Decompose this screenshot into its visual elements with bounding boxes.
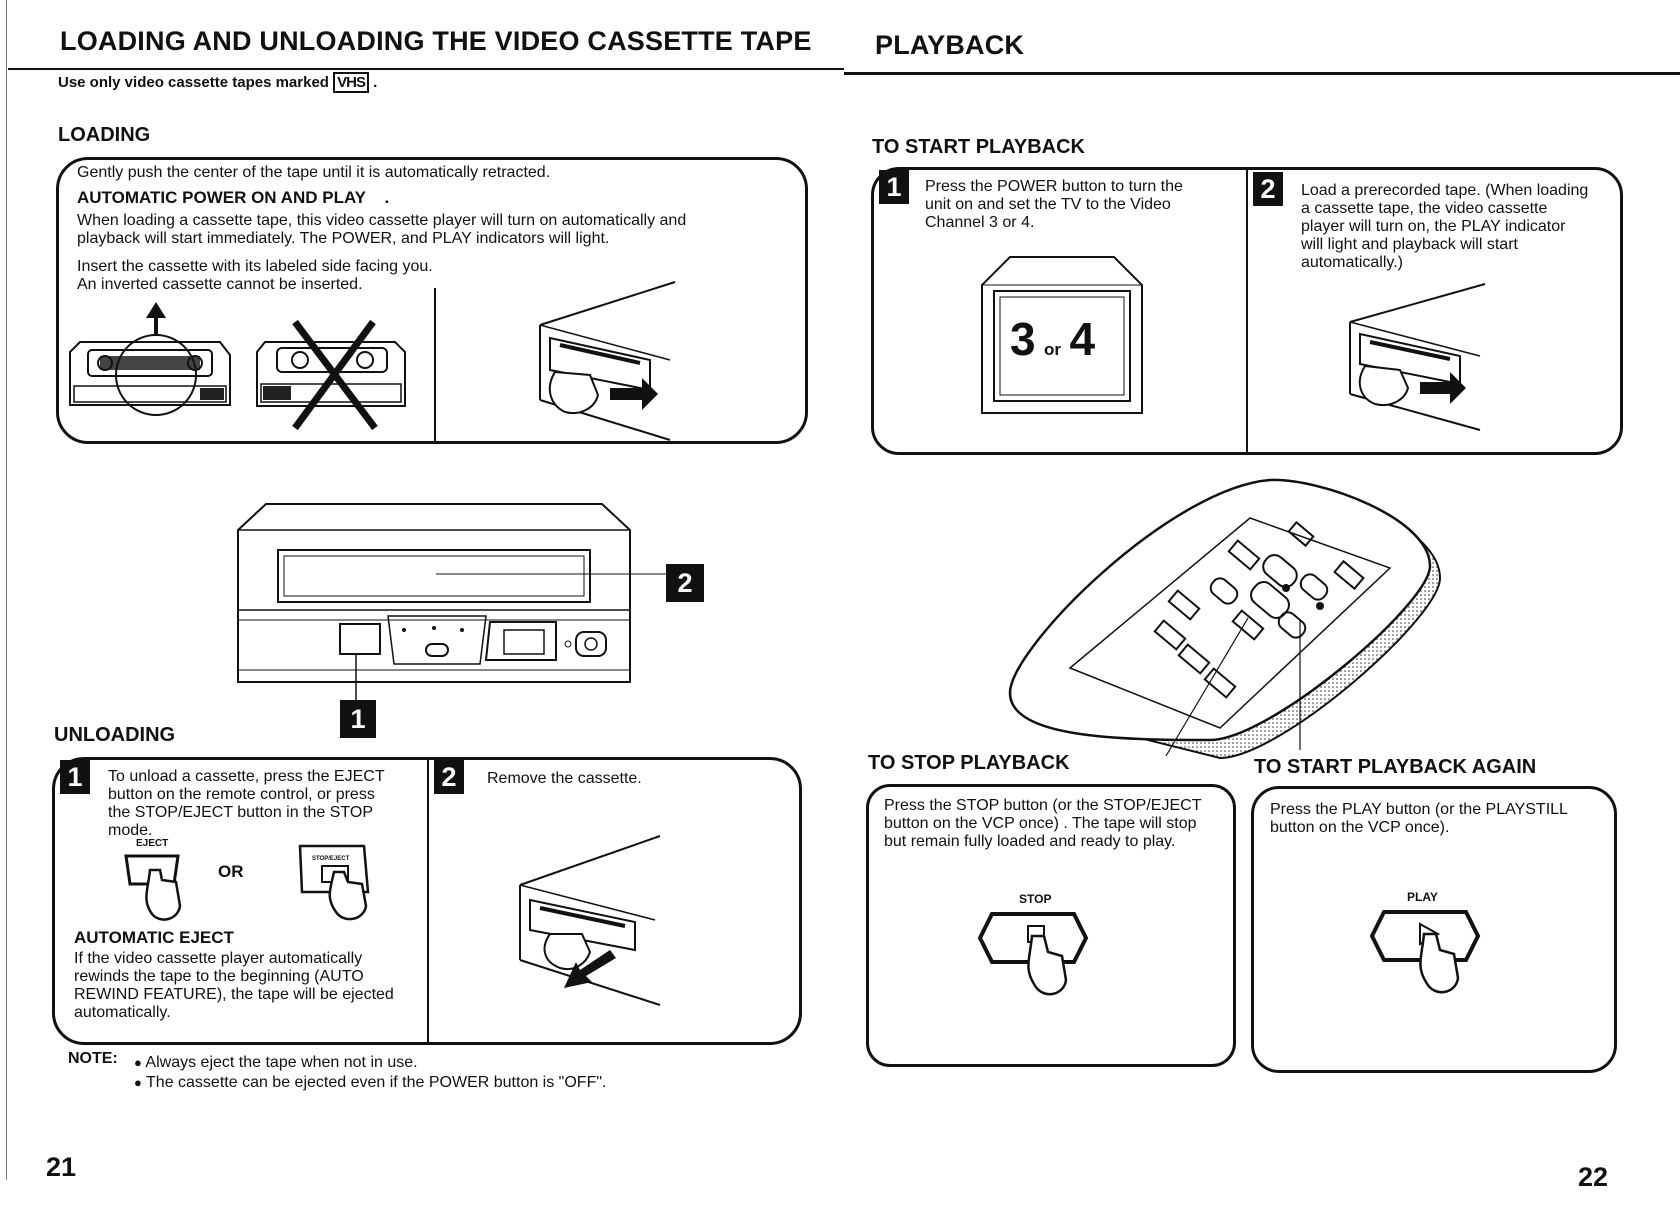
note-bullet-1: ● [134, 1055, 142, 1070]
eject-button-label: EJECT [136, 838, 169, 849]
vhs-note-prefix: Use only video cassette tapes marked [58, 74, 329, 91]
vhs-note-suffix: . [373, 74, 378, 91]
stop-playback-box [866, 784, 1236, 1067]
left-header-rule [8, 68, 844, 70]
loading-line1: Gently push the center of the tape until… [77, 164, 551, 181]
tv-channel-3: 3 [1010, 313, 1036, 365]
start-step2-line3: player will turn on, the PLAY indicator [1301, 218, 1566, 235]
right-page-title: PLAYBACK [875, 30, 1025, 60]
auto-power-title: AUTOMATIC POWER ON AND PLAY . [77, 188, 389, 208]
load-prerecorded-tape-illustration [1349, 283, 1486, 431]
auto-power-line2: playback will start immediately. The POW… [77, 230, 610, 247]
stop-line3: but remain fully loaded and ready to pla… [884, 833, 1176, 850]
note-bullet-2: ● [134, 1075, 142, 1090]
unload-step1-number: 1 [60, 760, 90, 794]
start-again-box [1251, 786, 1617, 1073]
stop-line2: button on the VCP once) . The tape will … [884, 815, 1197, 832]
unload-step2-number: 2 [434, 760, 464, 794]
auto-eject-line4: automatically. [74, 1004, 171, 1021]
auto-eject-line2: rewinds the tape to the beginning (AUTO [74, 968, 364, 985]
start-again-title: TO START PLAYBACK AGAIN [1254, 756, 1537, 778]
unload-step1-line1: To unload a cassette, press the EJECT [108, 768, 385, 785]
tv-channel-4: 4 [1069, 313, 1096, 365]
again-line2: button on the VCP once). [1270, 819, 1450, 836]
auto-eject-line1: If the video cassette player automatical… [74, 950, 363, 967]
vhs-note: Use only video cassette tapes marked VHS… [58, 72, 378, 93]
start-step2-number: 2 [1253, 172, 1283, 206]
auto-power-title-dot: . [384, 188, 390, 207]
note-item-2-text: The cassette can be ejected even if the … [146, 1074, 607, 1091]
note-item-2: ● The cassette can be ejected even if th… [134, 1074, 606, 1092]
remove-tape-illustration [519, 835, 661, 1006]
right-header-rule [844, 72, 1680, 75]
unload-step1-line4: mode. [108, 822, 153, 839]
loading-box [56, 157, 808, 444]
start-step2-line1: Load a prerecorded tape. (When loading [1301, 182, 1589, 199]
vcp-callout-1: 1 [340, 700, 376, 738]
vcp-callout-2: 2 [666, 564, 704, 602]
loading-title: LOADING [58, 124, 151, 146]
auto-eject-title: AUTOMATIC EJECT [74, 928, 234, 947]
start-step2-line4: will light and playback will start [1301, 236, 1518, 253]
or-label: OR [218, 862, 244, 881]
auto-power-line1: When loading a cassette tape, this video… [77, 212, 687, 229]
left-page-title: LOADING AND UNLOADING THE VIDEO CASSETTE… [60, 26, 812, 56]
again-line1: Press the PLAY button (or the PLAYSTILL [1270, 801, 1568, 818]
right-page-number: 22 [1578, 1162, 1609, 1192]
vcp-front-illustration [237, 503, 666, 700]
left-page-number: 21 [46, 1152, 77, 1182]
start-playback-title: TO START PLAYBACK [872, 136, 1085, 158]
insert-line2: An inverted cassette cannot be inserted. [77, 276, 363, 293]
stop-button-hand-icon [977, 912, 1089, 996]
start-step1-line1: Press the POWER button to turn the [925, 178, 1183, 195]
stop-line1: Press the STOP button (or the STOP/EJECT [884, 797, 1202, 814]
note-label: NOTE: [68, 1050, 118, 1067]
play-button-label: PLAY [1407, 890, 1438, 904]
page-left-edge [6, 0, 7, 1180]
vhs-logo: VHS [333, 72, 369, 93]
tv-channel-or: or [1044, 340, 1062, 359]
start-step1-number: 1 [879, 170, 909, 204]
start-step1-line2: unit on and set the TV to the Video [925, 196, 1171, 213]
unloading-title: UNLOADING [54, 724, 176, 746]
play-button-hand-icon [1369, 910, 1481, 994]
cassette-wrong-illustration [256, 319, 406, 431]
start-step1-line3: Channel 3 or 4. [925, 214, 1035, 231]
stop-button-label: STOP [1019, 892, 1052, 906]
remote-control-illustration [1008, 478, 1442, 760]
cassette-correct-illustration [69, 302, 231, 416]
start-playback-divider [1246, 168, 1248, 452]
start-step2-line2: a cassette tape, the video cassette [1301, 200, 1548, 217]
note-item-1: ● Always eject the tape when not in use. [134, 1054, 418, 1072]
start-step2-line5: automatically.) [1301, 254, 1403, 271]
stop-eject-button-label: STOP/EJECT [312, 856, 350, 862]
unload-step1-line3: the STOP/EJECT button in the STOP [108, 804, 374, 821]
unloading-divider [427, 758, 429, 1043]
loading-divider [434, 288, 436, 441]
eject-button-hand-icon [124, 854, 182, 921]
unload-step1-line2: button on the remote control, or press [108, 786, 375, 803]
insert-tape-illustration [539, 281, 676, 441]
auto-power-title-text: AUTOMATIC POWER ON AND PLAY [77, 188, 366, 207]
tv-channel-readout: 3 or 4 [1010, 312, 1095, 366]
auto-eject-line3: REWIND FEATURE), the tape will be ejecte… [74, 986, 394, 1003]
tv-illustration [981, 256, 1143, 414]
stop-eject-button-hand-icon [298, 844, 370, 921]
stop-playback-title: TO STOP PLAYBACK [868, 752, 1070, 774]
insert-line1: Insert the cassette with its labeled sid… [77, 258, 433, 275]
note-item-1-text: Always eject the tape when not in use. [145, 1054, 418, 1071]
unload-step2-text: Remove the cassette. [487, 770, 642, 787]
